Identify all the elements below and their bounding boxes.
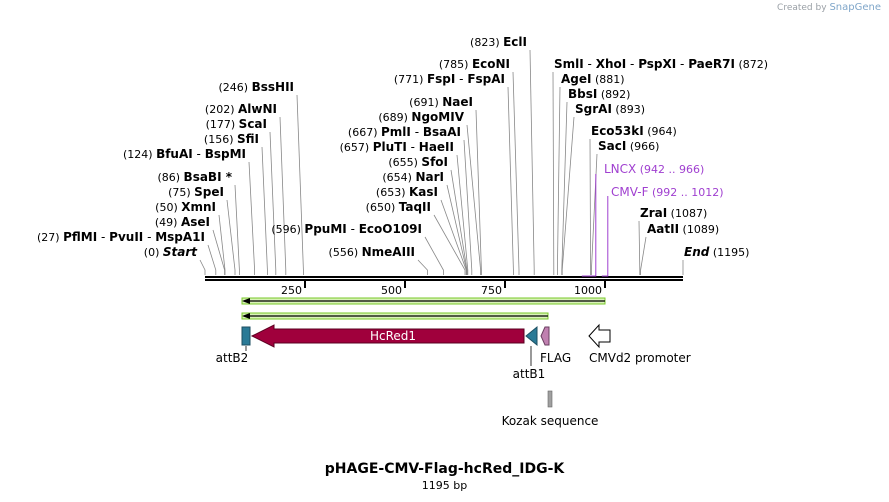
site-connector bbox=[450, 169, 468, 275]
site-label-596: (596) PpuMI - EcoO109I bbox=[271, 222, 422, 236]
site-connector bbox=[424, 236, 444, 275]
hcred1-label: HcRed1 bbox=[370, 329, 416, 343]
site-label-881: AgeI (881) bbox=[561, 72, 625, 86]
site-label-202: (202) AlwNI bbox=[205, 102, 277, 116]
site-connector bbox=[248, 161, 256, 275]
site-connector bbox=[269, 131, 277, 275]
site-label-75: (75) SpeI bbox=[168, 185, 224, 199]
site-label-1089: AatII (1089) bbox=[647, 222, 719, 236]
orf-arrowhead bbox=[242, 313, 250, 319]
watermark-brand: SnapGene bbox=[829, 2, 881, 13]
orf-arrowhead bbox=[242, 298, 250, 304]
axis-tick-label: 750 bbox=[481, 284, 502, 297]
site-label-50: (50) XmnI bbox=[155, 200, 216, 214]
feature-label-2: attB1 bbox=[513, 367, 546, 381]
site-connector bbox=[463, 139, 473, 275]
site-label-966: SacI (966) bbox=[598, 139, 659, 153]
site-label-556: (556) NmeAIII bbox=[329, 245, 415, 259]
site-label-689: (689) NgoMIV bbox=[378, 110, 464, 124]
site-connector bbox=[640, 236, 647, 275]
attb2-feature[interactable] bbox=[241, 326, 251, 346]
site-label-892: BbsI (892) bbox=[568, 87, 630, 101]
axis-tick-label: 500 bbox=[381, 284, 402, 297]
feature-label-5: Kozak sequence bbox=[502, 414, 599, 428]
site-connector bbox=[589, 138, 591, 275]
site-connector bbox=[296, 94, 304, 275]
site-label-124: (124) BfuAI - BspMI bbox=[123, 147, 246, 161]
backbone-top-strand bbox=[205, 276, 683, 278]
snapgene-watermark: Created by SnapGene bbox=[777, 2, 881, 13]
site-connector bbox=[218, 214, 226, 275]
site-label-86: (86) BsaBI * bbox=[157, 170, 232, 184]
primer-label-0[interactable]: LNCX (942 .. 966) bbox=[604, 162, 704, 176]
site-connector bbox=[561, 116, 575, 275]
site-label-691: (691) NaeI bbox=[409, 95, 473, 109]
plasmid-name: pHAGE-CMV-Flag-hcRed_IDG-K bbox=[324, 461, 565, 477]
site-label-785: (785) EcoNI bbox=[439, 57, 510, 71]
site-connector bbox=[433, 214, 466, 275]
site-label-0: (0) Start bbox=[144, 245, 198, 259]
site-label-823: (823) EclI bbox=[470, 35, 527, 49]
site-label-1087: ZraI (1087) bbox=[640, 206, 707, 220]
site-label-177: (177) ScaI bbox=[206, 117, 267, 131]
kozak-feature[interactable] bbox=[547, 390, 553, 408]
feature-label-4: CMVd2 promoter bbox=[589, 351, 691, 365]
cmvd2-promoter-feature[interactable] bbox=[588, 323, 611, 349]
feature-label-1: attB2 bbox=[216, 351, 249, 365]
site-connector bbox=[475, 109, 482, 275]
site-connector bbox=[561, 101, 568, 275]
axis-tick-label: 250 bbox=[281, 284, 302, 297]
site-label-650: (650) TaqII bbox=[366, 200, 431, 214]
watermark-prefix: Created by bbox=[777, 3, 827, 13]
site-label-657: (657) PluTI - HaeII bbox=[340, 140, 454, 154]
primer-cmvf-site bbox=[601, 196, 609, 277]
site-connector bbox=[279, 116, 287, 275]
site-connector bbox=[234, 184, 240, 275]
site-connector bbox=[466, 124, 482, 275]
primer-lncx-site bbox=[581, 174, 597, 277]
attb1-feature[interactable] bbox=[525, 325, 538, 347]
site-connector bbox=[417, 259, 428, 275]
site-label-654: (654) NarI bbox=[382, 170, 444, 184]
plasmid-length: 1195 bp bbox=[421, 479, 468, 492]
site-label-49: (49) AseI bbox=[155, 215, 210, 229]
flag-feature[interactable] bbox=[540, 326, 550, 346]
primer-label-1[interactable]: CMV-F (992 .. 1012) bbox=[611, 185, 724, 199]
site-label-27: (27) PflMI - PvuII - MspA1I bbox=[37, 230, 205, 244]
site-connector bbox=[226, 199, 236, 275]
site-label-771: (771) FspI - FspAI bbox=[394, 72, 505, 86]
site-connector bbox=[529, 49, 535, 275]
site-connector bbox=[638, 220, 641, 275]
site-connector bbox=[552, 71, 555, 275]
site-label-156: (156) SfiI bbox=[204, 132, 259, 146]
site-label-893: SgrAI (893) bbox=[575, 102, 645, 116]
site-label-246: (246) BssHII bbox=[219, 80, 294, 94]
site-connector bbox=[199, 259, 206, 275]
hcred1-feature[interactable] bbox=[250, 324, 525, 348]
site-label-667: (667) PmlI - BsaAI bbox=[348, 125, 461, 139]
site-label-872: SmlI - XhoI - PspXI - PaeR7I (872) bbox=[554, 57, 768, 71]
site-connector bbox=[591, 153, 598, 275]
backbone-bottom-strand bbox=[205, 279, 683, 281]
site-connector bbox=[512, 71, 520, 275]
site-label-653: (653) KasI bbox=[376, 185, 438, 199]
site-connector bbox=[207, 244, 217, 275]
feature-label-3: FLAG bbox=[540, 351, 571, 365]
site-label-1195: End (1195) bbox=[684, 245, 749, 259]
site-connector bbox=[507, 86, 514, 275]
site-connector bbox=[261, 146, 268, 275]
site-label-655: (655) SfoI bbox=[388, 155, 448, 169]
site-connector bbox=[557, 86, 561, 275]
site-connector bbox=[456, 154, 469, 275]
site-label-964: Eco53kI (964) bbox=[591, 124, 677, 138]
axis-tick-label: 1000 bbox=[574, 284, 602, 297]
